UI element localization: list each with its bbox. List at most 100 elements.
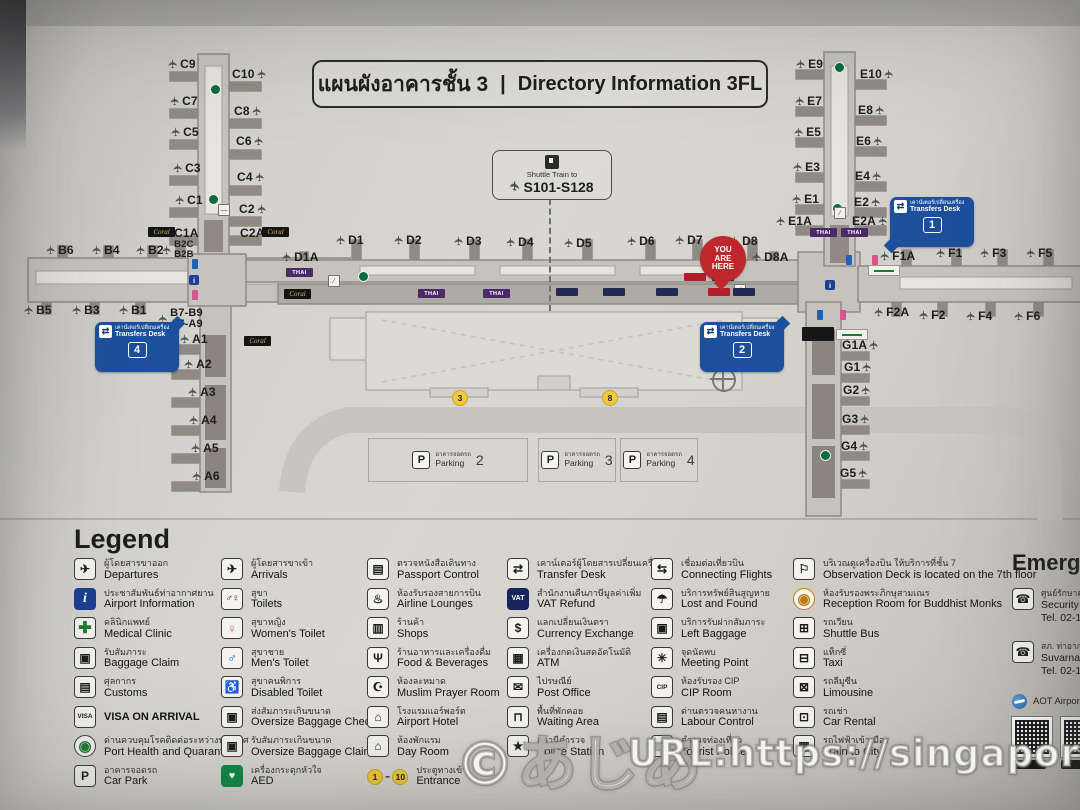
gate-D8: ✈D8: [728, 234, 758, 248]
food-beverages-icon: Ψ: [367, 646, 389, 669]
departures-icon: ✈: [74, 558, 96, 580]
labour-control-icon: ▤: [651, 705, 673, 728]
plane-icon: ✈: [22, 304, 37, 316]
plane-icon: ✈: [875, 215, 890, 227]
entrance-icon: 1-10: [367, 768, 409, 786]
gate-C1A: ✈C1A: [160, 226, 199, 240]
green-cafe-logo-icon: [208, 194, 219, 205]
atm-icon: ▦: [507, 646, 529, 669]
gate-F4: ✈F4: [964, 309, 993, 323]
aot-app-row: AOT Airports A: [1012, 693, 1080, 709]
gate-E8: E8✈: [858, 103, 888, 117]
plane-icon: ✈: [171, 162, 186, 174]
medical-clinic-icon: ✚: [74, 617, 96, 639]
plane-icon: ✈: [504, 236, 519, 248]
plane-icon: ✈: [166, 58, 181, 70]
gate-E2: E2✈: [854, 195, 884, 209]
plane-icon: ✈: [254, 203, 269, 215]
plane-icon: ✈: [859, 384, 874, 396]
gate-C1: ✈C1: [173, 193, 203, 207]
tourist-police-icon: ★: [651, 735, 673, 757]
plane-icon: ✈: [791, 161, 806, 173]
plane-icon: ✈: [134, 244, 149, 256]
black-lounge-sign: [802, 327, 834, 341]
plane-icon: ✈: [280, 251, 295, 263]
phone-icon: ☎: [1012, 588, 1034, 610]
qr-code-google-play: [1060, 715, 1080, 758]
gate-F5: ✈F5: [1024, 246, 1053, 260]
plane-icon: ✈: [173, 194, 188, 206]
aot-logo-icon: [1012, 693, 1027, 709]
plane-icon: ✈: [881, 68, 896, 80]
white-airline-sign: [868, 265, 900, 276]
gate-E7: ✈E7: [793, 94, 823, 108]
gate-C5: ✈C5: [169, 125, 199, 139]
gate-F2A: ✈F2A: [872, 305, 910, 319]
currency-exchange-icon: $: [507, 617, 529, 639]
mens-toilet-marker: [846, 255, 852, 265]
road-shape: [279, 407, 1063, 520]
visa-on-arrival-icon: VISA: [74, 705, 96, 728]
gate-G1A: G1A✈: [842, 338, 882, 352]
gate-G4: G4✈: [841, 439, 872, 453]
concourse-f-shape: [857, 249, 1080, 317]
gate-F1: ✈F1: [934, 246, 963, 260]
gate-G3: G3✈: [842, 412, 873, 426]
legend-item-taxi: ⊟แท็กซี่Taxi: [793, 646, 943, 677]
passport-control-icon: ▤: [367, 558, 389, 580]
plane-icon: ✈: [793, 95, 808, 107]
airline-lounge-logo: [556, 288, 578, 296]
gate-E2A: E2A✈: [852, 214, 890, 228]
transfer-desk-icon: ⇄: [704, 325, 717, 339]
plane-icon: ✈: [190, 470, 205, 482]
gate-F6: ✈F6: [1012, 309, 1041, 323]
gate-C2A: C2A✈: [240, 226, 279, 240]
gate-B6: ✈B6: [44, 243, 74, 257]
gate-E3: ✈E3: [791, 160, 821, 174]
gate-B5: ✈B5: [22, 303, 52, 317]
gate-E10: E10✈: [860, 67, 896, 81]
gate-C4: C4✈: [237, 170, 267, 184]
aed-icon: ♥: [221, 764, 243, 787]
muslim-prayer-room-icon: ☪: [367, 676, 389, 698]
arrivals-icon: ✈: [221, 558, 243, 580]
womens-toilet-icon: ♀: [221, 617, 243, 639]
airline-lounge-logo: [708, 288, 730, 296]
plane-icon: ✈: [1024, 247, 1039, 259]
gate-C9: ✈C9: [166, 57, 196, 71]
gate-A1: ✈A1: [178, 332, 208, 346]
oversize-baggage-checkin-icon: ▣: [221, 705, 243, 728]
transfer-desk-icon: ⇄: [507, 558, 529, 580]
plane-icon: ✈: [160, 244, 175, 255]
train-to-city-icon: ▦: [793, 735, 815, 757]
gate-B3: ✈B3: [70, 303, 100, 317]
gate-E5: ✈E5: [792, 125, 822, 139]
gate-D5: ✈D5: [562, 236, 592, 250]
gate-G1: G1✈: [844, 360, 875, 374]
legend-item-atm: ▦เครื่องกดเงินสดอัตโนมัติATM: [507, 646, 657, 677]
gate-A4: ✈A4: [187, 413, 217, 427]
gate-D7: ✈D7: [673, 233, 703, 247]
coral-lounge-sign: Coral: [262, 227, 289, 237]
gate-D4: ✈D4: [504, 235, 534, 249]
parking-icon: P: [541, 451, 560, 469]
lost-and-found-icon: ☂: [651, 587, 673, 610]
plane-icon: ✈: [168, 95, 183, 107]
plane-icon: ✈: [254, 68, 269, 80]
